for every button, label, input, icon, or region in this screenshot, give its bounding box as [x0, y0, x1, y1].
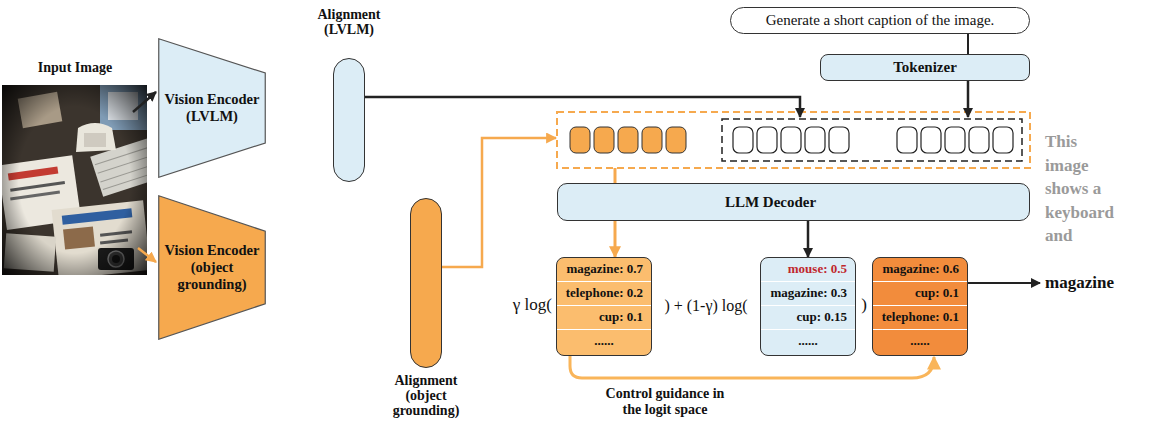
logit-box: magazine: 0.7telephone: 0.2cup: 0.1.....…: [556, 257, 652, 356]
svg-rect: [781, 127, 801, 153]
svg-rect: [557, 112, 1030, 168]
formula-text: ): [856, 294, 872, 316]
caption-output: This image shows a keyboard and: [1045, 130, 1114, 248]
node-label: Vision Encoder (object grounding): [161, 242, 263, 293]
alignment-label: Alignment (LVLM): [306, 7, 392, 37]
svg-rect: [757, 127, 777, 153]
logit-entry: ......: [761, 330, 855, 354]
svg-rect: [969, 127, 989, 153]
logit-box: mouse: 0.5magazine: 0.3cup: 0.15......: [760, 257, 856, 356]
svg-rect: [570, 127, 590, 153]
logit-entry: magazine: 0.3: [761, 282, 855, 306]
svg-rect: [2, 85, 147, 275]
input-photo: [2, 85, 147, 275]
svg-rect: [722, 119, 1022, 161]
feed-wires: [365, 81, 1040, 283]
input-arrows: [133, 92, 156, 262]
connector-arrow: [614, 221, 617, 257]
token-sequence: [557, 112, 1030, 168]
trapezoid-shape: [159, 196, 266, 340]
formula-text: ) + (1-γ) log(: [652, 295, 760, 317]
svg-rect: [945, 127, 965, 153]
logit-box: magazine: 0.6cup: 0.1telephone: 0.1.....…: [872, 257, 968, 356]
logit-entry: mouse: 0.5: [761, 258, 855, 282]
logit-entry: ......: [873, 330, 967, 354]
svg-rect: [594, 127, 614, 153]
svg-line: [138, 248, 156, 262]
logit-entry: cup: 0.1: [873, 282, 967, 306]
prompt-box: Generate a short caption of the image.: [730, 7, 1030, 34]
svg-rect: [829, 127, 849, 153]
svg-rect: [642, 127, 662, 153]
node-label: Tokenizer: [893, 59, 957, 76]
connector-arrow: [967, 34, 969, 54]
alignment-label: Alignment (object grounding): [383, 373, 469, 418]
encoder-trapezoid: Vision Encoder (LVLM): [158, 38, 266, 178]
svg-path: [442, 138, 556, 267]
logit-entry: ......: [557, 330, 651, 354]
logit-entry: telephone: 0.1: [873, 306, 967, 330]
logit-entry: cup: 0.15: [761, 306, 855, 330]
logit-entry: telephone: 0.2: [557, 282, 651, 306]
node-label: Generate a short caption of the image.: [766, 12, 995, 29]
alignment-pill: Alignment (object grounding): [410, 198, 442, 368]
svg-rect: [897, 127, 917, 153]
svg-path: [365, 97, 800, 117]
connector-arrow: [807, 221, 810, 257]
edge-label: Control guidance in the logit space: [605, 386, 725, 418]
connector-arrow: [570, 356, 934, 378]
svg-rect: [805, 127, 825, 153]
svg-rect: [733, 127, 753, 153]
svg-rect: [618, 127, 638, 153]
encoder-trapezoid: Vision Encoder (object grounding): [158, 195, 266, 340]
svg-line: [133, 92, 156, 112]
node-label: Vision Encoder (LVLM): [161, 91, 263, 125]
svg-rect: [921, 127, 941, 153]
formula-text: γ log(: [476, 294, 552, 316]
trapezoid-shape: [159, 39, 266, 178]
svg-path: [968, 282, 1040, 284]
logit-entry: magazine: 0.6: [873, 258, 967, 282]
svg-rect: [993, 127, 1013, 153]
alignment-pill: Alignment (LVLM): [333, 58, 365, 182]
tokenizer-box: Tokenizer: [820, 54, 1030, 81]
caption-output: magazine: [1045, 271, 1114, 295]
logit-entry: magazine: 0.7: [557, 258, 651, 282]
svg-rect: [2, 85, 147, 275]
svg-path: [967, 81, 970, 117]
node-label: LLM Decoder: [725, 194, 816, 211]
svg-path: [614, 168, 617, 183]
logit-entry: cup: 0.1: [557, 306, 651, 330]
image-title: Input Image: [0, 60, 150, 76]
svg-rect: [666, 127, 686, 153]
decoder-box: LLM Decoder: [557, 183, 1030, 221]
